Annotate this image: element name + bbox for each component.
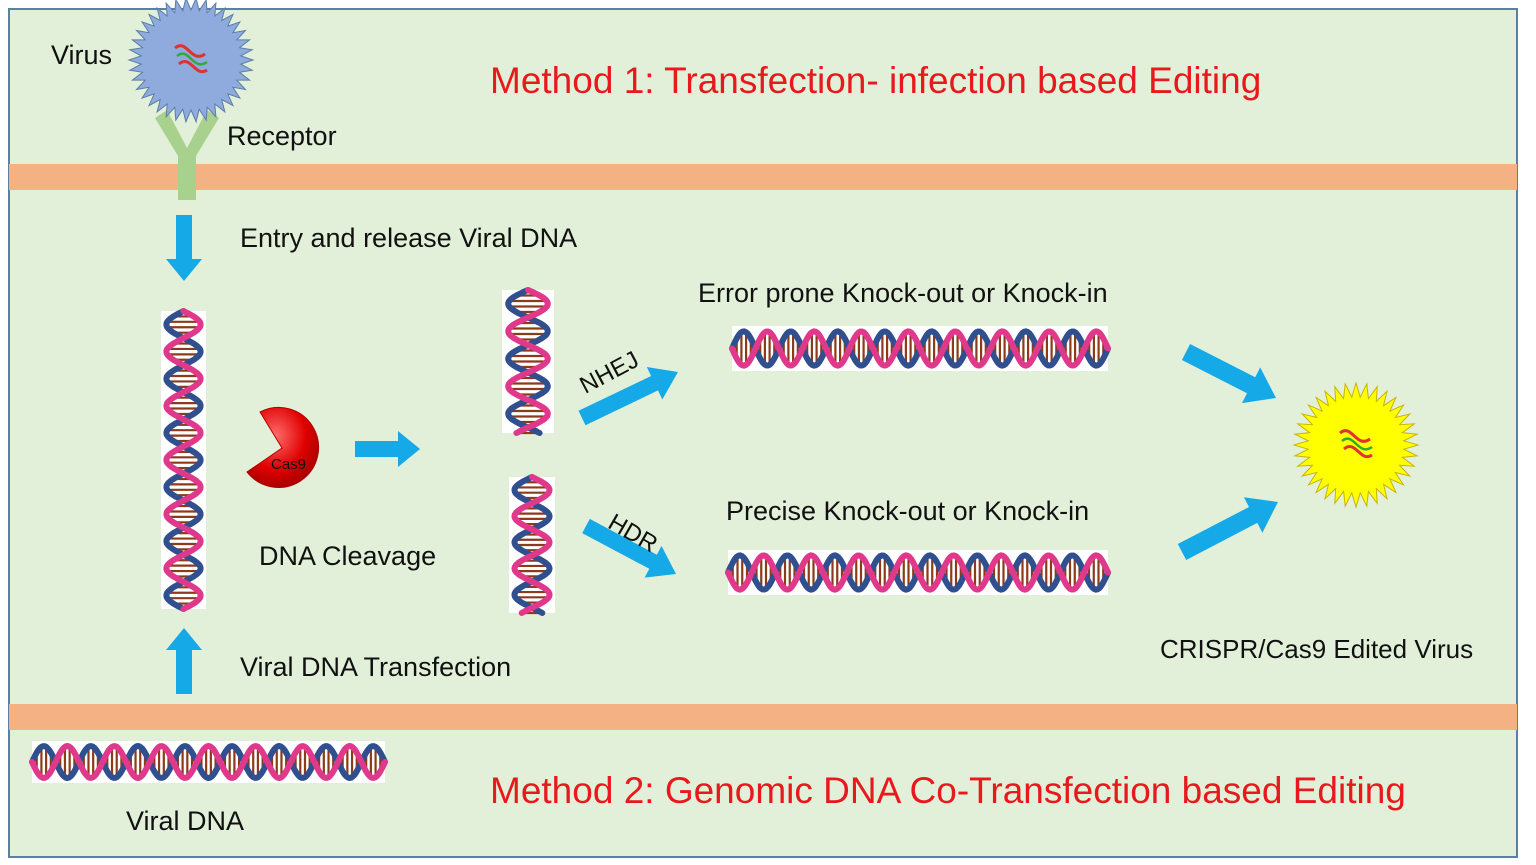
cell-membrane-top [9, 164, 1517, 190]
error-prone-label: Error prone Knock-out or Knock-in [698, 278, 1108, 308]
dna-helix-icon [29, 741, 388, 783]
arrow-icon [1177, 497, 1278, 560]
dna-helix-icon [502, 287, 554, 436]
dna-helix-icon [725, 550, 1111, 595]
cleavage-label: DNA Cleavage [259, 541, 437, 571]
dna-helix-icon [729, 326, 1111, 371]
receptor-label: Receptor [227, 121, 337, 151]
method2-title: Method 2: Genomic DNA Co-Transfection ba… [490, 770, 1406, 811]
edited-virus-icon [1292, 381, 1420, 509]
method1-title: Method 1: Transfection- infection based … [490, 60, 1262, 101]
viral-dna-label: Viral DNA [126, 806, 245, 836]
precise-label: Precise Knock-out or Knock-in [726, 496, 1090, 526]
dna-helix-icon [509, 474, 555, 616]
cas9-icon [246, 406, 320, 488]
cas9-label: Cas9 [271, 456, 307, 473]
flow-arrows [166, 215, 1278, 694]
transfection-label: Viral DNA Transfection [240, 652, 512, 682]
arrow-icon [578, 367, 678, 426]
arrow-icon [166, 628, 202, 694]
receptor-icon [155, 110, 219, 200]
arrow-icon [1181, 344, 1276, 404]
cell-membrane-bottom [9, 704, 1517, 730]
virus-label: Virus [51, 40, 113, 70]
entry-label: Entry and release Viral DNA [240, 223, 578, 253]
arrow-icon [166, 215, 202, 281]
arrow-icon [582, 518, 676, 578]
virus-icon [127, 0, 255, 124]
dna-helices [29, 287, 1111, 783]
arrow-icon [355, 431, 420, 467]
edited-virus-label: CRISPR/Cas9 Edited Virus [1160, 634, 1474, 664]
dna-helix-icon [161, 308, 206, 612]
